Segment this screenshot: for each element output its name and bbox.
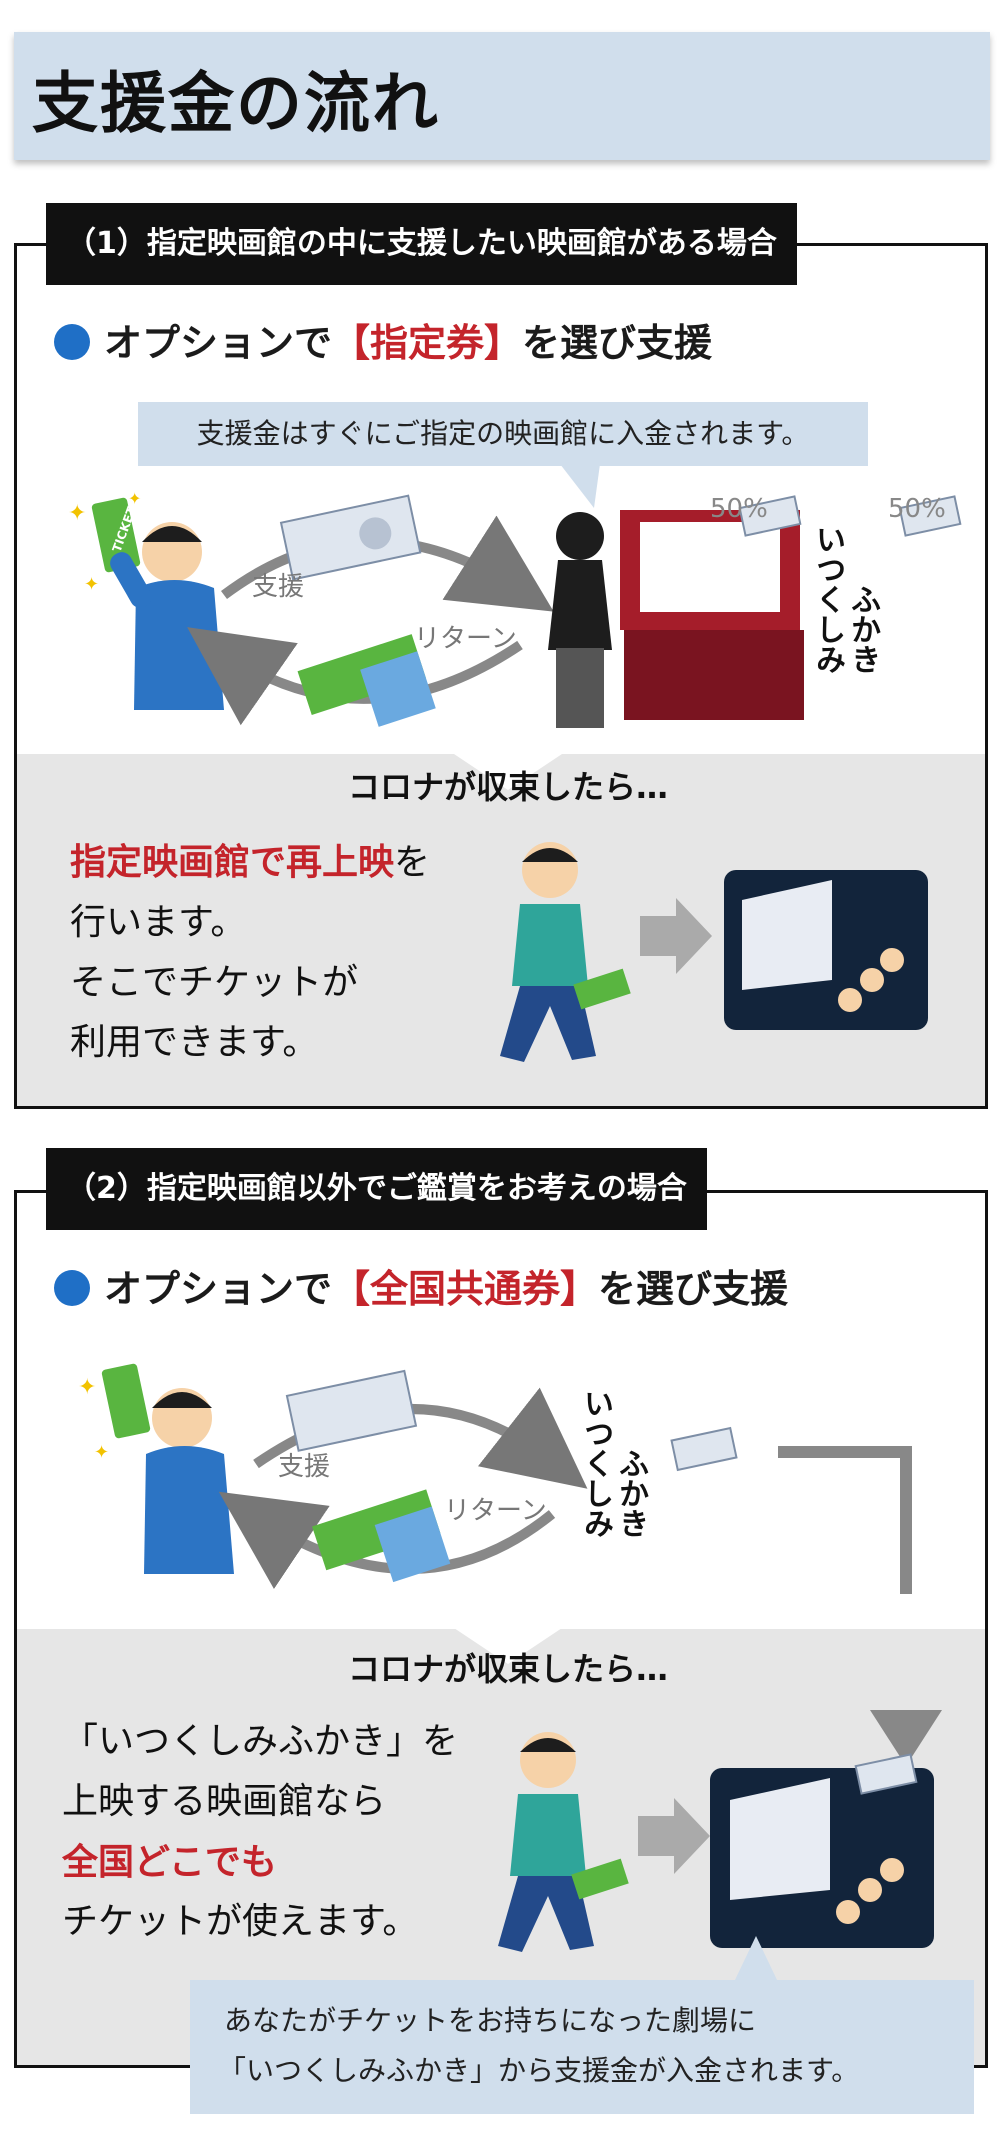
section-title: （1）指定映画館の中に支援したい映画館がある場合 <box>46 203 797 285</box>
label-return: リターン <box>444 1496 547 1526</box>
ticket-icon <box>571 1858 629 1900</box>
section2-body-text: 「いつくしみふかき」を 上映する映画館なら 全国どこでも チケットが使えます。 <box>62 1712 492 1952</box>
after-corona-label: コロナが収束したら… <box>347 1650 668 1688</box>
svg-text:✦: ✦ <box>84 574 99 595</box>
callout-text-line1: あなたがチケットをお持ちになった劇場に <box>224 2004 757 2037</box>
callout-box: あなたがチケットをお持ちになった劇場に 「いつくしみふかき」から支援金が入金され… <box>190 1980 974 2114</box>
bullet-dot-icon <box>54 324 90 360</box>
callout-box: 支援金はすぐにご指定の映画館に入金されます。 <box>138 402 868 466</box>
percent-film: 50% <box>888 494 946 524</box>
calligraphy-logo: いつくしみ ふかき <box>578 1388 649 1538</box>
section-title: （2）指定映画館以外でご鑑賞をお考えの場合 <box>46 1148 707 1230</box>
ticket-icon <box>312 1489 451 1583</box>
support-flow-illustration: TICKET ✦ ✦ ✦ <box>68 489 962 728</box>
banknote-icon <box>285 1369 418 1452</box>
rescreening-highlight: 指定映画館で再上映 <box>70 841 395 883</box>
page-header: 支援金の流れ <box>14 32 990 160</box>
band-notch <box>448 750 568 790</box>
band-notch <box>448 1624 568 1664</box>
svg-text:✦: ✦ <box>68 501 86 526</box>
cinema-audience-icon <box>710 1768 934 1948</box>
staff-bowing-icon <box>548 512 612 728</box>
option-highlight: 【全国共通券】 <box>332 1267 599 1311</box>
arrow-right-icon <box>638 1798 710 1874</box>
option-line: オプションで【指定券】を選び支援 <box>54 312 712 367</box>
long-arrow <box>778 1446 912 1594</box>
person-cheering-icon: ✦ ✦ <box>78 1363 234 1574</box>
long-arrow-head <box>870 1710 942 1766</box>
label-return: リターン <box>414 624 517 654</box>
banknote-icon <box>670 1426 738 1472</box>
ticket-icon <box>297 634 436 727</box>
after-corona-label: コロナが収束したら… <box>347 768 668 806</box>
cinema-audience-icon <box>724 870 928 1030</box>
percent-theater: 50% <box>710 494 768 524</box>
ticket-icon <box>573 968 631 1010</box>
calligraphy-logo: いつくしみ ふかき <box>810 524 881 674</box>
page-title: 支援金の流れ <box>32 64 440 142</box>
label-support: 支援 <box>252 572 305 602</box>
callout-text: 支援金はすぐにご指定の映画館に入金されます。 <box>196 417 810 450</box>
walking-person-icon <box>498 1732 594 1952</box>
banknote-icon <box>738 495 802 537</box>
theater-screen-icon <box>620 510 804 720</box>
section-designated-theater <box>14 243 988 1109</box>
walking-to-cinema-illustration <box>500 842 928 1062</box>
nationwide-highlight: 全国どこでも <box>62 1841 277 1883</box>
banknote-icon <box>279 494 422 581</box>
support-flow-illustration: ✦ ✦ <box>78 1363 912 1594</box>
label-support: 支援 <box>278 1452 331 1482</box>
person-cheering-icon: TICKET ✦ ✦ ✦ <box>68 489 224 710</box>
banknote-icon <box>854 1753 918 1795</box>
callout-pointer <box>560 464 600 508</box>
bullet-dot-icon <box>54 1270 90 1306</box>
callout-text-line2: 「いつくしみふかき」から支援金が入金されます。 <box>218 2054 860 2087</box>
svg-text:✦: ✦ <box>94 1442 109 1463</box>
section1-body-text: 指定映画館で再上映を 行います。 そこでチケットが 利用できます。 <box>70 841 431 1063</box>
arrow-right-icon <box>640 898 712 974</box>
banknote-icon <box>898 495 962 537</box>
svg-text:✦: ✦ <box>78 1375 96 1400</box>
option-line: オプションで【全国共通券】を選び支援 <box>54 1258 788 1313</box>
option-highlight: 【指定券】 <box>332 321 523 365</box>
walking-person-icon <box>500 842 596 1062</box>
svg-text:✦: ✦ <box>128 489 141 508</box>
walking-to-cinema-illustration <box>498 1732 934 1952</box>
callout-pointer <box>734 1936 778 1982</box>
